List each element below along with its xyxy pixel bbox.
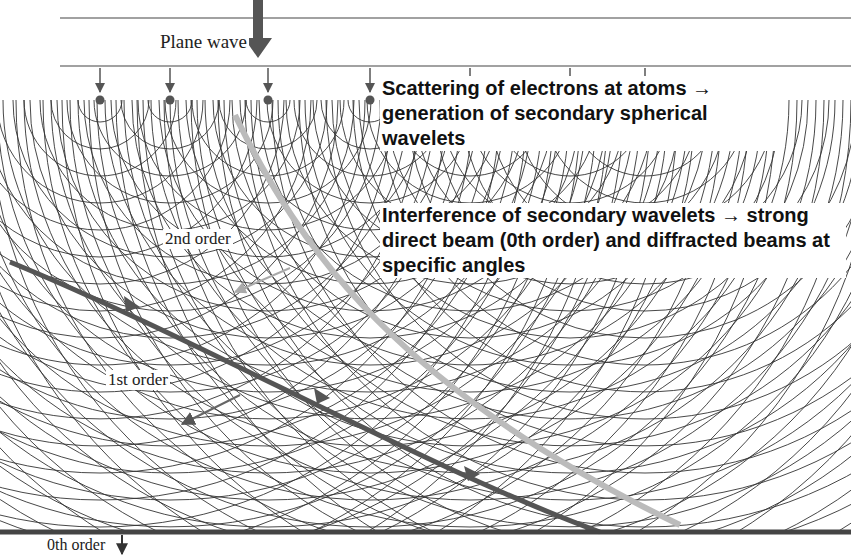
wave-label: Plane wave	[158, 31, 249, 53]
wavelet-arc	[0, 100, 851, 532]
beam-arrowhead	[124, 296, 140, 312]
wavelet-arc	[0, 100, 338, 338]
wavelet-arc	[0, 100, 408, 338]
second-order-beam	[235, 115, 680, 525]
wavelet-arc	[0, 100, 797, 527]
wavelet-arc	[116, 100, 851, 532]
annotation-note: Interference of secondary wavelets → str…	[380, 203, 846, 278]
incident-arrow	[169, 68, 171, 92]
wavelet-arc	[191, 100, 851, 532]
order-arrow	[182, 395, 240, 424]
wavelet-arc	[245, 100, 851, 500]
zeroth-order-beam	[0, 530, 851, 535]
wavelet-arc	[0, 100, 651, 532]
wavelet-arc	[0, 100, 743, 473]
atom-dot	[96, 96, 105, 105]
wavefront-line	[60, 65, 851, 66]
wavelet-arc	[0, 100, 851, 532]
incident-arrow	[99, 68, 101, 92]
wavelet-arc	[97, 100, 843, 473]
wavefront-line	[60, 17, 851, 18]
secondary-wavelets	[0, 100, 851, 532]
atom-dot	[366, 96, 375, 105]
beam-arrowhead	[314, 388, 330, 404]
first-order-beam	[10, 262, 600, 532]
beam-arrowhead	[464, 466, 480, 481]
wavelet-arc	[137, 100, 851, 532]
wavelet-arc	[170, 100, 851, 500]
wavelet-arc	[197, 100, 851, 473]
wavelet-arc	[51, 100, 149, 149]
wavelet-arc	[218, 100, 851, 527]
order-label: 0th order	[45, 536, 107, 554]
order-arrow	[235, 268, 290, 292]
atom-dot	[264, 96, 273, 105]
wavelet-arc	[299, 100, 851, 446]
annotation-note: Scattering of electrons at atoms → gener…	[380, 76, 784, 151]
wavelet-arc	[70, 100, 851, 500]
atom-dot	[166, 96, 175, 105]
order-label: 2nd order	[163, 229, 233, 249]
incident-arrow	[267, 68, 269, 92]
wavelet-arc	[0, 100, 581, 532]
wavelet-arc	[62, 100, 851, 532]
order-label: 1st order	[106, 370, 170, 390]
wavelet-arc	[164, 100, 851, 532]
wavelet-arc	[0, 100, 570, 500]
wavelet-arc	[89, 100, 851, 532]
wavelet-arc	[143, 100, 851, 527]
wavelet-arc	[0, 100, 597, 527]
wavelet-arc	[0, 100, 851, 532]
wavelet-arc	[224, 100, 851, 446]
wavelet-arc	[219, 100, 317, 149]
wavelet-arc	[0, 100, 435, 365]
order-arrow	[121, 535, 123, 554]
incident-arrow	[369, 68, 371, 92]
wavelet-arc	[0, 100, 695, 527]
wavelet-arc	[0, 100, 851, 532]
wavelet-arc	[0, 100, 722, 532]
